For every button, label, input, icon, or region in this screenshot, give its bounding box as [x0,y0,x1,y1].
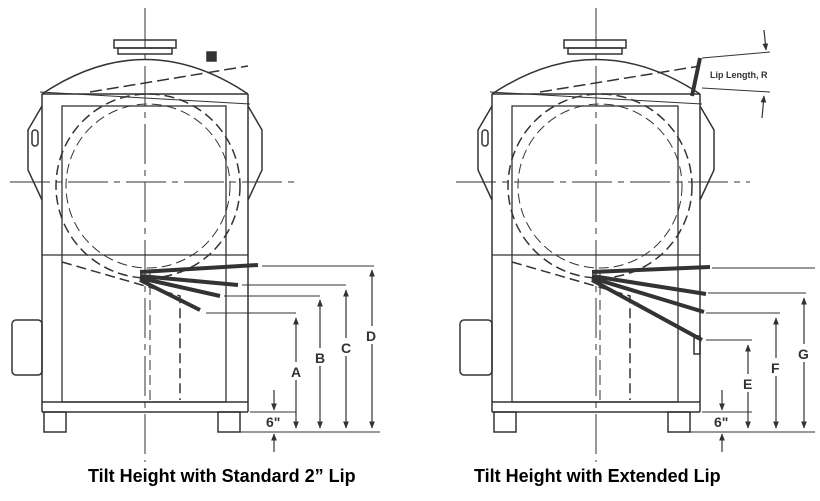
left-dimension-labels: A B C D 6" [266,326,380,430]
right-kettle [456,8,815,462]
right-caption: Tilt Height with Extended Lip [474,466,721,486]
right-dimension-labels: E F G 6" Lip Length, R [710,70,812,430]
lip-length-label: Lip Length, R [710,70,768,80]
dimension-a-label: A [291,364,301,380]
dimension-d-label: D [366,328,376,344]
left-caption: Tilt Height with Standard 2” Lip [88,466,356,486]
dimension-e-label: E [743,376,752,392]
left-base-height-label: 6" [266,414,280,430]
dimension-g-label: G [798,346,809,362]
right-base-height-label: 6" [714,414,728,430]
dimension-c-label: C [341,340,351,356]
dimension-f-label: F [771,360,780,376]
dimension-b-label: B [315,350,325,366]
left-kettle [10,8,380,462]
